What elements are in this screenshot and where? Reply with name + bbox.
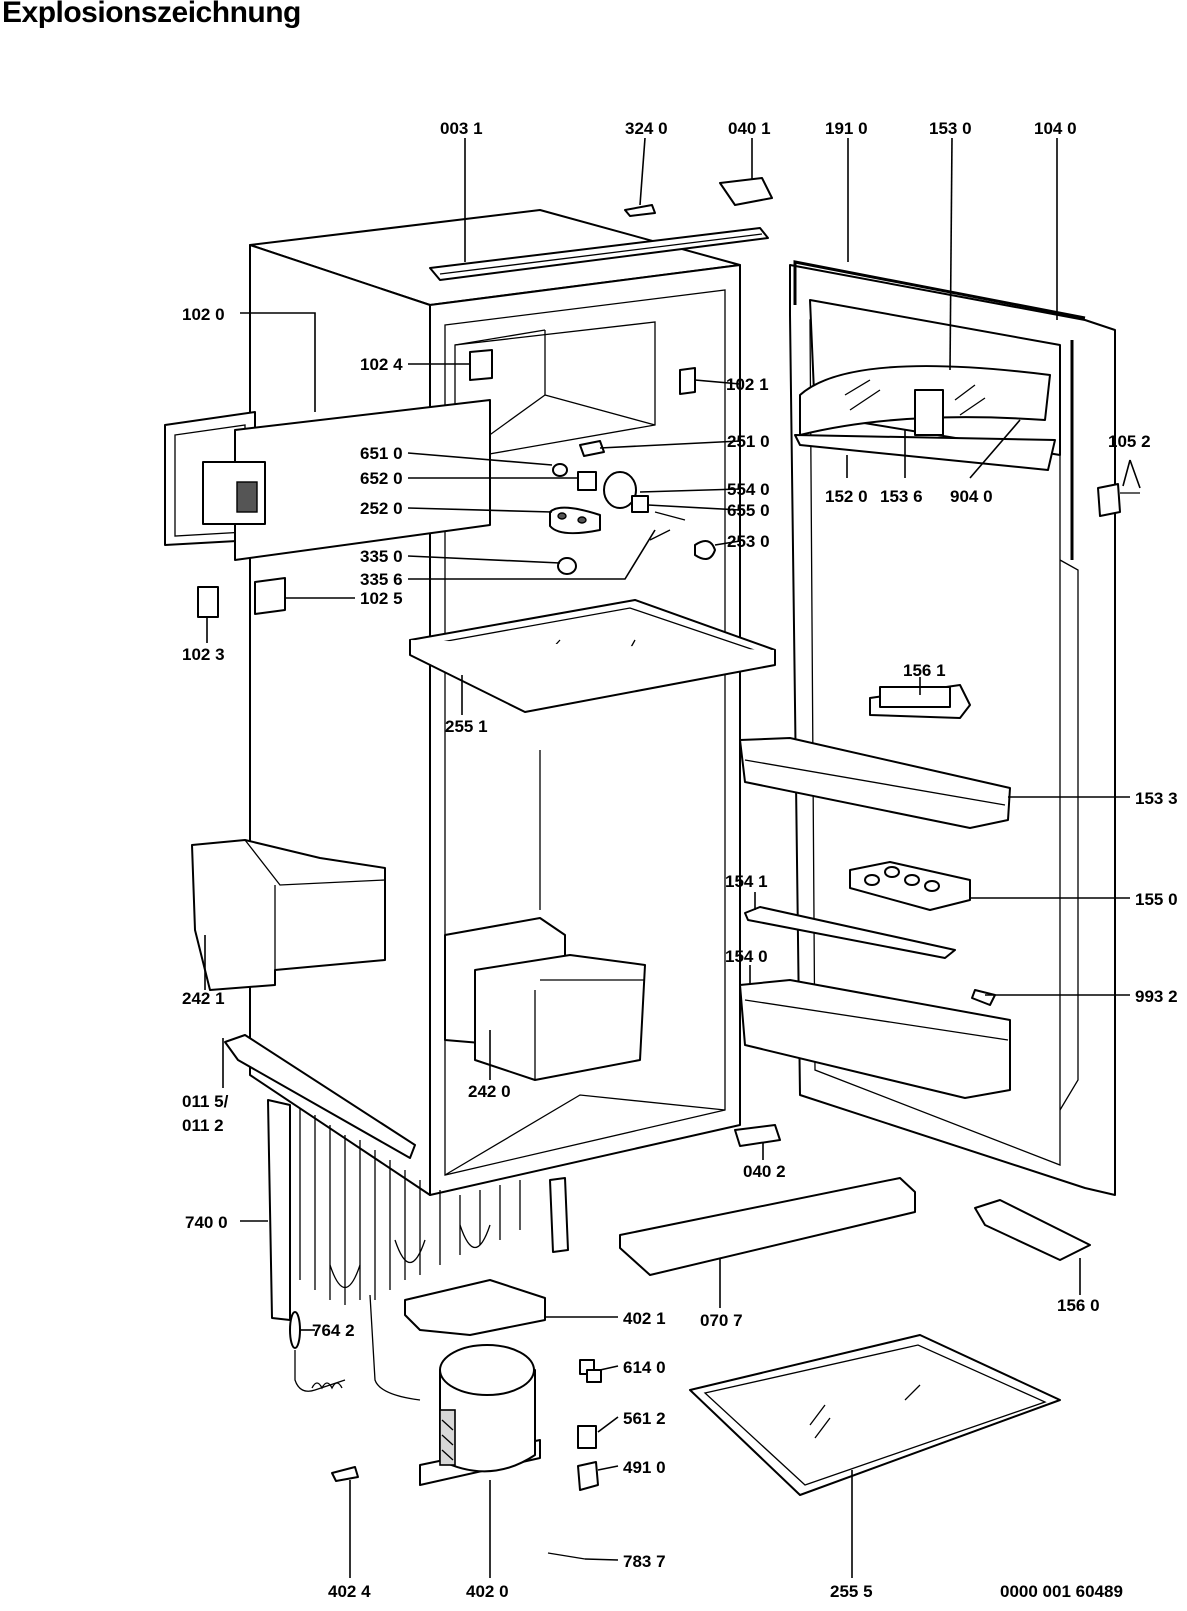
label-003-1: 003 1 [440, 119, 483, 138]
label-154-1: 154 1 [725, 872, 768, 891]
label-153-6: 153 6 [880, 487, 923, 506]
label-154-0: 154 0 [725, 947, 768, 966]
freezer-door-part [164, 399, 491, 561]
compressor-bracket [404, 1279, 546, 1336]
label-651-0: 651 0 [360, 444, 403, 463]
part-labels: 003 1 324 0 040 1 191 0 153 0 104 0 102 … [182, 119, 1178, 1601]
label-740-0: 740 0 [185, 1213, 228, 1232]
page-title: Explosionszeichnung [2, 0, 301, 29]
crisper-bin-left [191, 839, 386, 991]
sensor-part [547, 1552, 586, 1560]
door-compartment-top [794, 299, 1061, 471]
egg-tray [849, 861, 971, 911]
cover-part [577, 1461, 599, 1491]
label-554-0: 554 0 [727, 480, 770, 499]
label-242-1: 242 1 [182, 989, 225, 1008]
door-shelf-153-3 [739, 737, 1011, 829]
crisper-bin-inner [444, 917, 646, 1081]
label-102-1: 102 1 [726, 375, 769, 394]
label-253-0: 253 0 [727, 532, 770, 551]
door-shelf-154-0 [739, 979, 1011, 1099]
label-324-0: 324 0 [625, 119, 668, 138]
switch-part [577, 1425, 597, 1449]
label-070-7: 070 7 [700, 1311, 743, 1330]
label-652-0: 652 0 [360, 469, 403, 488]
label-402-1: 402 1 [623, 1309, 666, 1328]
label-191-0: 191 0 [825, 119, 868, 138]
leader-lines [204, 137, 1141, 1578]
label-251-0: 251 0 [727, 432, 770, 451]
hinge-part [197, 586, 219, 618]
label-491-0: 491 0 [623, 1458, 666, 1477]
label-255-1: 255 1 [445, 717, 488, 736]
label-561-2: 561 2 [623, 1409, 666, 1428]
label-156-0: 156 0 [1057, 1296, 1100, 1315]
label-153-0: 153 0 [929, 119, 972, 138]
document-number: 0000 001 60489 [1000, 1582, 1123, 1601]
label-655-0: 655 0 [727, 501, 770, 520]
label-252-0: 252 0 [360, 499, 403, 518]
label-105-2: 105 2 [1108, 432, 1151, 451]
label-104-0: 104 0 [1034, 119, 1077, 138]
label-993-2: 993 2 [1135, 987, 1178, 1006]
bottle-retainer [744, 906, 956, 959]
thermostat-assembly [549, 440, 716, 575]
glass-shelf-upper [409, 599, 776, 713]
capillary-tube [289, 1294, 421, 1401]
label-040-2: 040 2 [743, 1162, 786, 1181]
label-904-0: 904 0 [950, 487, 993, 506]
label-335-6: 335 6 [360, 570, 403, 589]
label-156-1: 156 1 [903, 661, 946, 680]
label-011-2: 011 2 [182, 1116, 224, 1135]
label-335-0: 335 0 [360, 547, 403, 566]
compressor [419, 1344, 541, 1486]
label-102-3: 102 3 [182, 645, 225, 664]
ice-tray [974, 1199, 1091, 1261]
sensor-993 [971, 989, 996, 1006]
label-102-0: 102 0 [182, 305, 225, 324]
handle-part [1097, 483, 1121, 517]
front-rail-part [224, 1034, 416, 1159]
label-242-0: 242 0 [468, 1082, 511, 1101]
clip-part [331, 1466, 359, 1482]
label-783-7: 783 7 [623, 1552, 666, 1571]
label-040-1: 040 1 [728, 119, 771, 138]
relay-part [579, 1359, 602, 1383]
butter-compartment [869, 684, 971, 719]
label-102-4: 102 4 [360, 355, 403, 374]
label-102-5: 102 5 [360, 589, 403, 608]
glass-shelf-lower [689, 1334, 1061, 1496]
label-153-3: 153 3 [1135, 789, 1178, 808]
bracket-part [254, 577, 286, 615]
cover-strip [619, 1177, 916, 1276]
label-011-5: 011 5/ [182, 1092, 229, 1111]
label-402-4: 402 4 [328, 1582, 371, 1601]
label-155-0: 155 0 [1135, 890, 1178, 909]
label-255-5: 255 5 [830, 1582, 873, 1601]
label-152-0: 152 0 [825, 487, 868, 506]
label-764-2: 764 2 [312, 1321, 355, 1340]
label-402-0: 402 0 [466, 1582, 509, 1601]
label-614-0: 614 0 [623, 1358, 666, 1377]
